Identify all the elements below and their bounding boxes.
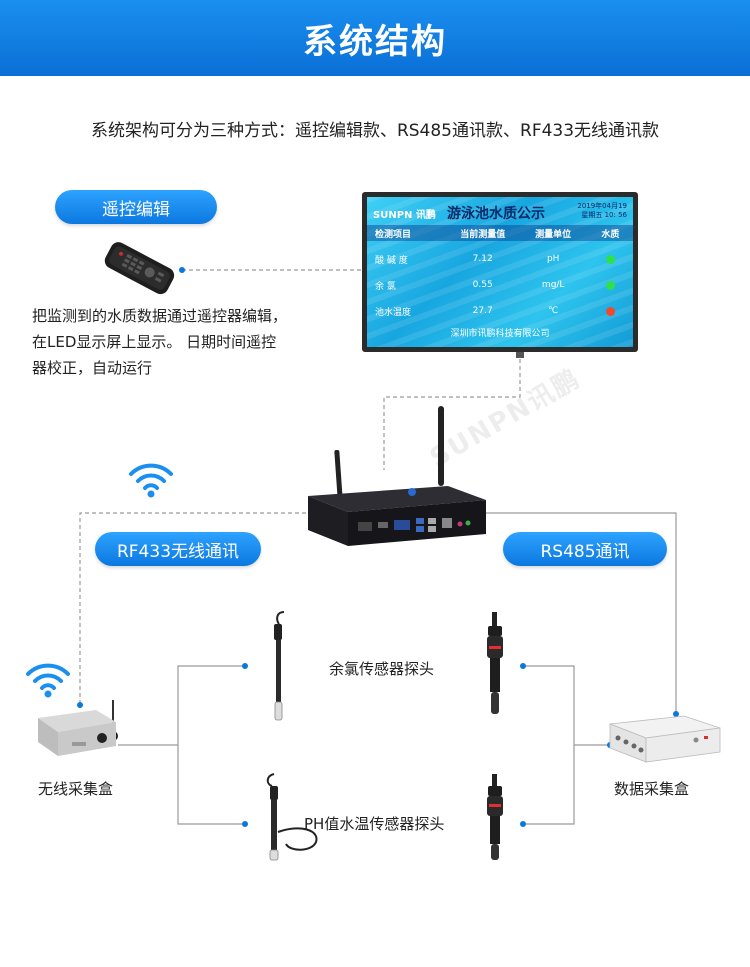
remote-control-icon [104, 242, 175, 295]
screen-stand [516, 352, 524, 358]
rf433-pill: RF433无线通讯 [95, 532, 261, 566]
wireless-box-label: 无线采集盒 [38, 780, 114, 798]
data-box-label: 数据采集盒 [614, 780, 690, 798]
screen-date: 2019年04月19 星期五 10: 56 [577, 202, 627, 219]
controller-box-icon [308, 406, 486, 546]
data-collection-box-icon [609, 715, 721, 763]
screen-brand: SUNPN 讯鹏 [373, 210, 436, 221]
screen-table-header: 检测项目 当前测量值 测量单位 水质 [367, 225, 633, 241]
ph-probe-icon [487, 774, 503, 860]
status-dot [605, 254, 615, 264]
chlorine-probe-icon [487, 612, 503, 714]
wifi-icon [129, 463, 173, 498]
remote-description: 把监测到的水质数据通过遥控器编辑， 在LED显示屏上显示。 日期时间遥控 器校正… [32, 307, 288, 377]
screen-title: 游泳池水质公示 [447, 206, 545, 222]
ph-probe-icon [266, 773, 318, 861]
table-row: 余 氯 0.55 mg/L [367, 275, 633, 295]
chlorine-probe-icon [274, 611, 285, 721]
status-dot [605, 280, 615, 290]
ph-probe-label: PH值水温传感器探头 [304, 815, 445, 833]
table-row: 池水温度 27.7 ℃ [367, 301, 633, 321]
remote-edit-pill: 遥控编辑 [55, 190, 217, 224]
page-header: 系统结构 [0, 0, 750, 76]
intro-text: 系统架构可分为三种方式：遥控编辑款、RS485通讯款、RF433无线通讯款 [90, 121, 660, 141]
wifi-icon [26, 663, 70, 698]
chlorine-probe-label: 余氯传感器探头 [329, 660, 435, 678]
page-title: 系统结构 [303, 21, 447, 62]
led-display-screen: SUNPN 讯鹏 游泳池水质公示 2019年04月19 星期五 10: 56 检… [362, 192, 638, 352]
screen-footer: 深圳市讯鹏科技有限公司 [450, 329, 550, 339]
status-dot [605, 306, 615, 316]
wireless-collection-box-icon [38, 700, 118, 756]
rs485-pill: RS485通讯 [503, 532, 667, 566]
table-row: 酸 碱 度 7.12 pH [367, 249, 633, 269]
